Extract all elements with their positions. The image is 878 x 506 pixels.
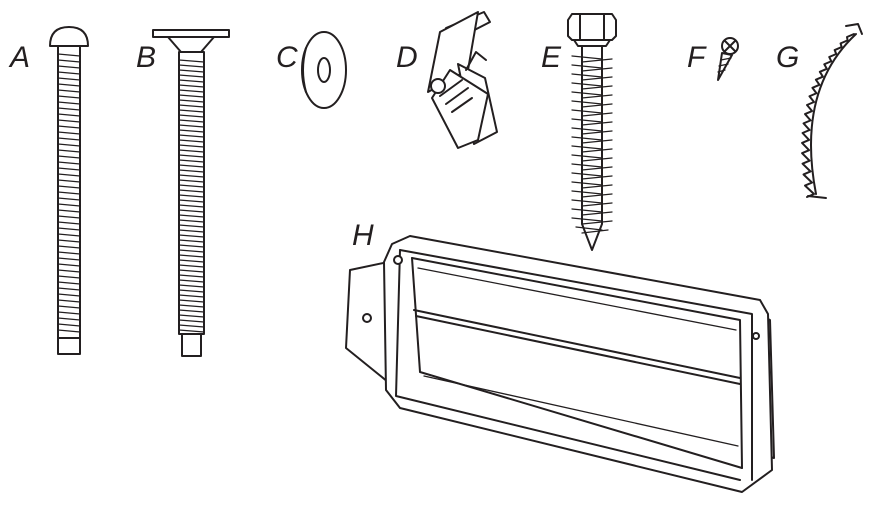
part-label-a: A — [8, 41, 30, 74]
part-label-d: D — [396, 41, 418, 74]
curved-toothed-strip-icon — [801, 23, 863, 199]
part-label-e: E — [541, 41, 562, 74]
hex-head-lag-screw-icon — [567, 13, 617, 251]
part-label-g: G — [776, 41, 799, 74]
flat-head-bolt-icon — [152, 29, 230, 357]
small-screw-icon — [717, 37, 739, 81]
part-label-b: B — [136, 41, 156, 74]
part-label-h: H — [352, 219, 374, 252]
washer-icon — [301, 31, 347, 109]
toggle-bolt-icon — [427, 11, 498, 149]
part-label-f: F — [687, 41, 707, 74]
part-label-c: C — [276, 41, 298, 74]
round-head-bolt-icon — [49, 26, 89, 355]
mounting-bracket-icon — [345, 235, 775, 493]
